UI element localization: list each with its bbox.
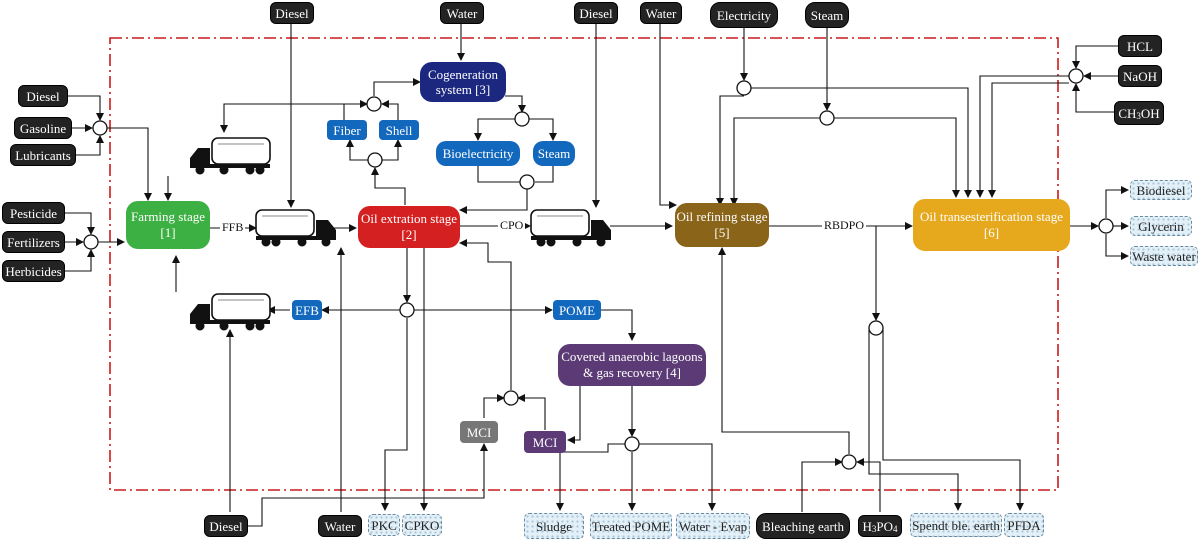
intermediate-mci-gray: MCI [460,421,498,443]
truck-icon [190,294,270,331]
junction-energy-in [519,174,535,190]
input-electricity: Electricity [710,2,778,28]
stage-cogeneration: Cogeneration system [3] [420,62,506,102]
intermediate-fiber: Fiber [327,120,367,140]
input-lubricants: Lubricants [10,144,76,166]
input-diesel-left: Diesel [18,85,68,107]
junction-refining-out [868,320,884,336]
input-hcl: HCL [1118,35,1162,57]
truck-icon [255,209,337,248]
stage-extraction: Oil extration stage [2] [358,206,460,248]
intermediate-bioelectricity: Bioelectricity [436,141,520,166]
junction-chemicals [1068,68,1084,84]
flow-label-ffb: FFB [220,220,246,235]
junction-electricity [736,80,752,96]
input-diesel-top-2: Diesel [574,2,618,24]
output-pkc: PKC [368,514,400,536]
stage-farming: Farming stage [1] [126,201,210,249]
input-diesel-top: Diesel [270,2,314,24]
output-water-evap: Water - Evap [676,513,750,539]
output-sludge: Sludge [524,513,584,539]
system-boundary [109,37,1059,491]
junction-extraction-residues [367,152,383,168]
junction-steam [819,110,835,126]
junction-cogen-out [514,111,530,127]
input-steam: Steam [805,2,849,28]
input-pesticide: Pesticide [2,202,65,224]
output-waste-water: Waste water [1130,246,1198,266]
stage-transesterification: Oil transesterification stage [6] [913,199,1070,251]
intermediate-steam: Steam [533,141,575,166]
truck-icon [190,138,270,175]
intermediate-shell: Shell [379,120,419,140]
junction-nodes [83,68,1114,470]
input-water-bottom: Water [318,515,362,537]
stage-lagoons: Covered anaerobic lagoons & gas recovery… [558,344,706,386]
input-water-top: Water [440,2,484,24]
output-pfda: PFDA [1004,513,1044,537]
output-cpko: CPKO [402,514,442,536]
input-naoh: NaOH [1118,65,1162,87]
output-glycerin: Glycerin [1130,216,1192,236]
intermediate-efb: EFB [292,300,322,320]
intermediate-mci-purple: MCI [524,431,566,453]
input-diesel-bottom: Diesel [204,515,248,537]
output-spendt-earth: Spendt ble. earth [910,513,1002,537]
flow-label-cpo: CPO [498,218,526,233]
junction-agrochem [83,234,99,250]
input-bleaching-earth: Bleaching earth [756,513,850,539]
truck-icon [530,209,612,248]
junction-bleaching [841,454,857,470]
junction-mci [503,390,519,406]
input-gasoline: Gasoline [14,117,72,139]
junction-lagoon-out [624,436,640,452]
junction-extraction-out [399,302,415,318]
junction-trans-out [1098,218,1114,234]
input-herbicides: Herbicides [2,260,65,282]
flow-lines [65,20,1129,527]
junction-fuels [92,120,108,136]
flow-label-rbdpo: RBDPO [822,218,867,233]
input-water-top-2: Water [640,2,682,24]
output-treated-pome: Treated POME [590,513,672,539]
stage-refining: Oil refining stage [5] [675,203,769,247]
junction-fiber-shell [366,96,382,112]
output-biodiesel: Biodiesel [1130,180,1192,200]
intermediate-pome: POME [553,300,601,320]
input-fertilizers: Fertilizers [2,231,65,253]
